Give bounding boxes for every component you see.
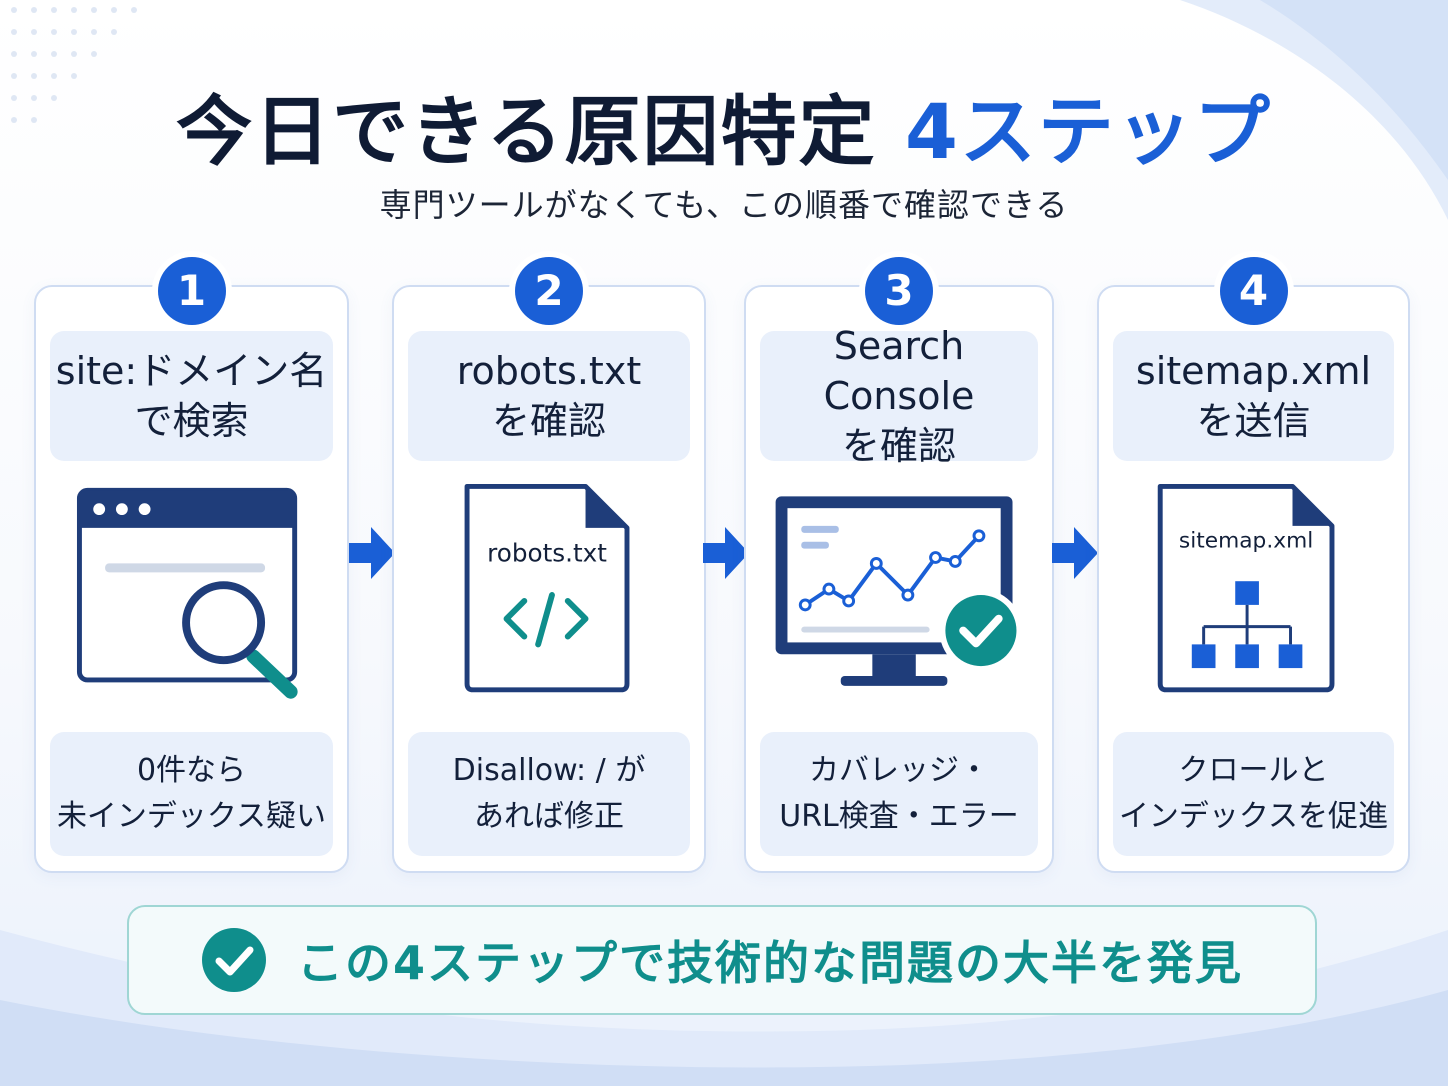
step-note-line2: あれば修正 (474, 799, 624, 834)
step-heading-line2: を確認 (491, 399, 606, 443)
step-number-badge: 3 (865, 257, 933, 325)
title-accent: 4ステップ (905, 87, 1272, 176)
step-note-line1: Disallow: / が (452, 753, 646, 788)
step-note: カバレッジ・ URL検査・エラー (760, 732, 1038, 856)
arrow-right-icon (703, 527, 749, 579)
step-note-line1: カバレッジ・ (809, 753, 989, 788)
step-number-badge: 2 (515, 257, 583, 325)
step-note: 0件なら 未インデックス疑い (50, 732, 333, 856)
page-title: 今日できる原因特定 4ステップ (0, 70, 1448, 180)
arrow-right-icon (1052, 527, 1098, 579)
step-heading: Search Console を確認 (760, 324, 1038, 468)
step-heading-line1: Search Console (823, 324, 975, 418)
step-note-line2: インデックスを促進 (1118, 799, 1389, 834)
page-subtitle: 専門ツールがなくても、この順番で確認できる (379, 186, 1069, 224)
summary-message: この4ステップで技術的な問題の大半を発見 (296, 936, 1243, 990)
step-heading-line2: で検索 (134, 399, 249, 443)
step-heading: site:ドメイン名 で検索 (50, 331, 333, 461)
step-heading-line2: を送信 (1196, 399, 1311, 443)
step-card-2: 2 robots.txt を確認 robots.txt Disallow: / … (392, 257, 706, 873)
code-file-icon: robots.txt (464, 483, 630, 693)
step-heading: sitemap.xml を送信 (1113, 331, 1394, 461)
step-note: Disallow: / が あれば修正 (408, 732, 690, 856)
step-card-4: 4 sitemap.xml を送信 sitemap.xml クロールと インデッ… (1097, 257, 1410, 873)
summary-banner: この4ステップで技術的な問題の大半を発見 (127, 905, 1317, 1015)
step-note-line2: URL検査・エラー (779, 799, 1019, 834)
check-circle-icon (201, 928, 266, 992)
file-label: sitemap.xml (1179, 529, 1313, 554)
arrow-right-icon (349, 527, 395, 579)
step-heading: robots.txt を確認 (408, 331, 690, 461)
step-number-badge: 4 (1219, 257, 1288, 325)
step-note: クロールと インデックスを促進 (1113, 732, 1394, 856)
step-heading-line1: robots.txt (456, 349, 642, 393)
step-card-3: 3 Search Console を確認 カバレッジ・ URL検査・エラー (744, 257, 1054, 873)
sitemap-file-icon: sitemap.xml (1157, 483, 1335, 693)
step-heading-line1: sitemap.xml (1135, 349, 1372, 393)
title-main: 今日できる原因特定 (176, 87, 877, 176)
monitor-chart-check-icon (775, 496, 1023, 686)
file-label: robots.txt (487, 538, 607, 567)
step-note-line1: 0件なら (136, 753, 247, 788)
step-heading-line1: site:ドメイン名 (55, 349, 328, 393)
step-note-line2: 未インデックス疑い (56, 799, 327, 834)
step-heading-line2: を確認 (841, 424, 956, 468)
step-note-line1: クロールと (1178, 753, 1329, 788)
step-number-badge: 1 (157, 257, 226, 325)
browser-magnifier-icon (76, 487, 298, 699)
step-card-1: 1 site:ドメイン名 で検索 0件なら 未インデックス疑い (34, 257, 349, 873)
